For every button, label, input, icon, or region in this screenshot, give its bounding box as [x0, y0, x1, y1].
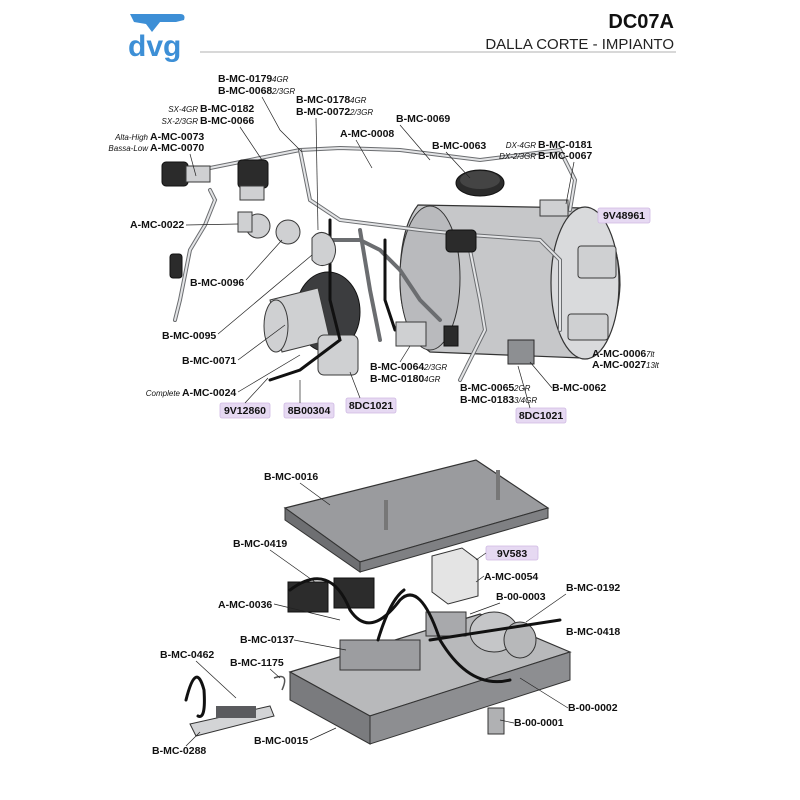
label-b-mc-0419: B-MC-0419	[233, 538, 287, 550]
label-b-mc-0064: B-MC-0064	[370, 361, 424, 373]
label-a-mc-0006: A-MC-0006	[592, 348, 646, 360]
svg-text:4GR: 4GR	[350, 96, 367, 105]
svg-text:8DC1021: 8DC1021	[519, 410, 564, 422]
label-a-mc-0008: A-MC-0008	[340, 128, 394, 140]
label-b-mc-0071: B-MC-0071	[182, 355, 236, 367]
logo-text: dvg	[128, 30, 181, 63]
badge-9v48961: 9V48961	[597, 207, 651, 224]
label-b-mc-0180: B-MC-0180	[370, 373, 424, 385]
label-b-mc-0063: B-MC-0063	[432, 140, 486, 152]
pump-motor-illustration	[263, 271, 361, 376]
badge-9v583: 9V583	[485, 545, 539, 561]
badge-8b00304: 8B00304	[283, 402, 335, 419]
label-b-00-0002: B-00-0002	[568, 702, 618, 714]
svg-text:2/3GR: 2/3GR	[423, 363, 447, 372]
label-a-mc-0073: A-MC-0073	[150, 131, 204, 143]
label-b-mc-0015: B-MC-0015	[254, 735, 308, 747]
label-b-mc-1175: B-MC-1175	[230, 657, 284, 669]
svg-text:4GR: 4GR	[424, 375, 441, 384]
label-b-mc-0068: B-MC-0068	[218, 85, 272, 97]
svg-text:4GR: 4GR	[272, 75, 289, 84]
label-b-mc-0178: B-MC-0178	[296, 94, 350, 106]
svg-text:Bassa-Low: Bassa-Low	[108, 144, 149, 153]
electronics-box-drawing	[184, 459, 572, 745]
pipework	[173, 145, 578, 382]
header: dvg DC07A DALLA CORTE - IMPIANTO	[128, 11, 676, 63]
solenoid-cluster	[161, 159, 569, 365]
svg-text:13lt: 13lt	[646, 361, 660, 370]
svg-text:8B00304: 8B00304	[288, 405, 331, 417]
svg-text:2/3GR: 2/3GR	[349, 108, 373, 117]
label-b-mc-0069: B-MC-0069	[396, 113, 450, 125]
label-a-mc-0036: A-MC-0036	[218, 599, 272, 611]
label-b-mc-0183: B-MC-0183	[460, 394, 514, 406]
svg-text:9V12860: 9V12860	[224, 405, 266, 417]
svg-text:Alta-High: Alta-High	[114, 133, 148, 142]
logo-mark-icon	[130, 14, 185, 32]
svg-text:2GR: 2GR	[513, 384, 531, 393]
label-b-mc-0016: B-MC-0016	[264, 471, 318, 483]
label-a-mc-0054: A-MC-0054	[484, 571, 538, 583]
badge-8dc1021-left: 8DC1021	[345, 397, 397, 414]
svg-text:9V48961: 9V48961	[603, 210, 645, 222]
label-b-mc-0065: B-MC-0065	[460, 382, 514, 394]
label-a-mc-0070: A-MC-0070	[150, 142, 204, 154]
hydraulic-assembly-drawing	[161, 145, 621, 382]
label-b-mc-0095: B-MC-0095	[162, 330, 216, 342]
label-b-mc-0062: B-MC-0062	[552, 382, 606, 394]
boiler-illustration	[399, 169, 621, 360]
label-b-mc-0072: B-MC-0072	[296, 106, 350, 118]
svg-text:DX-4GR: DX-4GR	[506, 141, 536, 150]
label-b-mc-0418: B-MC-0418	[566, 626, 620, 638]
svg-text:8DC1021: 8DC1021	[349, 400, 394, 412]
label-a-mc-0024: A-MC-0024	[182, 387, 236, 399]
badge-9v12860: 9V12860	[219, 402, 271, 419]
label-b-00-0003: B-00-0003	[496, 591, 546, 603]
label-b-mc-0192: B-MC-0192	[566, 582, 620, 594]
label-b-00-0001: B-00-0001	[514, 717, 564, 729]
label-a-mc-0022: A-MC-0022	[130, 219, 184, 231]
svg-text:2/3GR: 2/3GR	[271, 87, 295, 96]
bottom-callouts: B-MC-0016 B-MC-0419 9V583 A-MC-0054 B-MC…	[152, 471, 620, 757]
top-callouts: B-MC-0179 4GR B-MC-0068 2/3GR B-MC-0178 …	[108, 73, 660, 424]
label-b-mc-0182: B-MC-0182	[200, 103, 254, 115]
svg-text:Complete: Complete	[146, 389, 181, 398]
label-b-mc-0137: B-MC-0137	[240, 634, 294, 646]
dvg-logo: dvg	[128, 14, 185, 63]
svg-text:3/4GR: 3/4GR	[514, 396, 537, 405]
page-subtitle: DALLA CORTE - IMPIANTO	[485, 36, 674, 53]
label-b-mc-0179: B-MC-0179	[218, 73, 272, 85]
label-b-mc-0181: B-MC-0181	[538, 139, 592, 151]
label-b-mc-0066: B-MC-0066	[200, 115, 254, 127]
label-b-mc-0067: B-MC-0067	[538, 150, 592, 162]
svg-text:7lt: 7lt	[646, 350, 655, 359]
label-b-mc-0462: B-MC-0462	[160, 649, 214, 661]
badge-8dc1021-right: 8DC1021	[515, 407, 567, 424]
label-b-mc-0288: B-MC-0288	[152, 745, 206, 757]
svg-text:SX-4GR: SX-4GR	[168, 105, 198, 114]
svg-text:DX-2/3GR: DX-2/3GR	[499, 152, 536, 161]
svg-text:9V583: 9V583	[497, 548, 528, 560]
svg-text:SX-2/3GR: SX-2/3GR	[162, 117, 199, 126]
label-a-mc-0027: A-MC-0027	[592, 359, 646, 371]
model-code: DC07A	[608, 11, 674, 33]
label-b-mc-0096: B-MC-0096	[190, 277, 244, 289]
